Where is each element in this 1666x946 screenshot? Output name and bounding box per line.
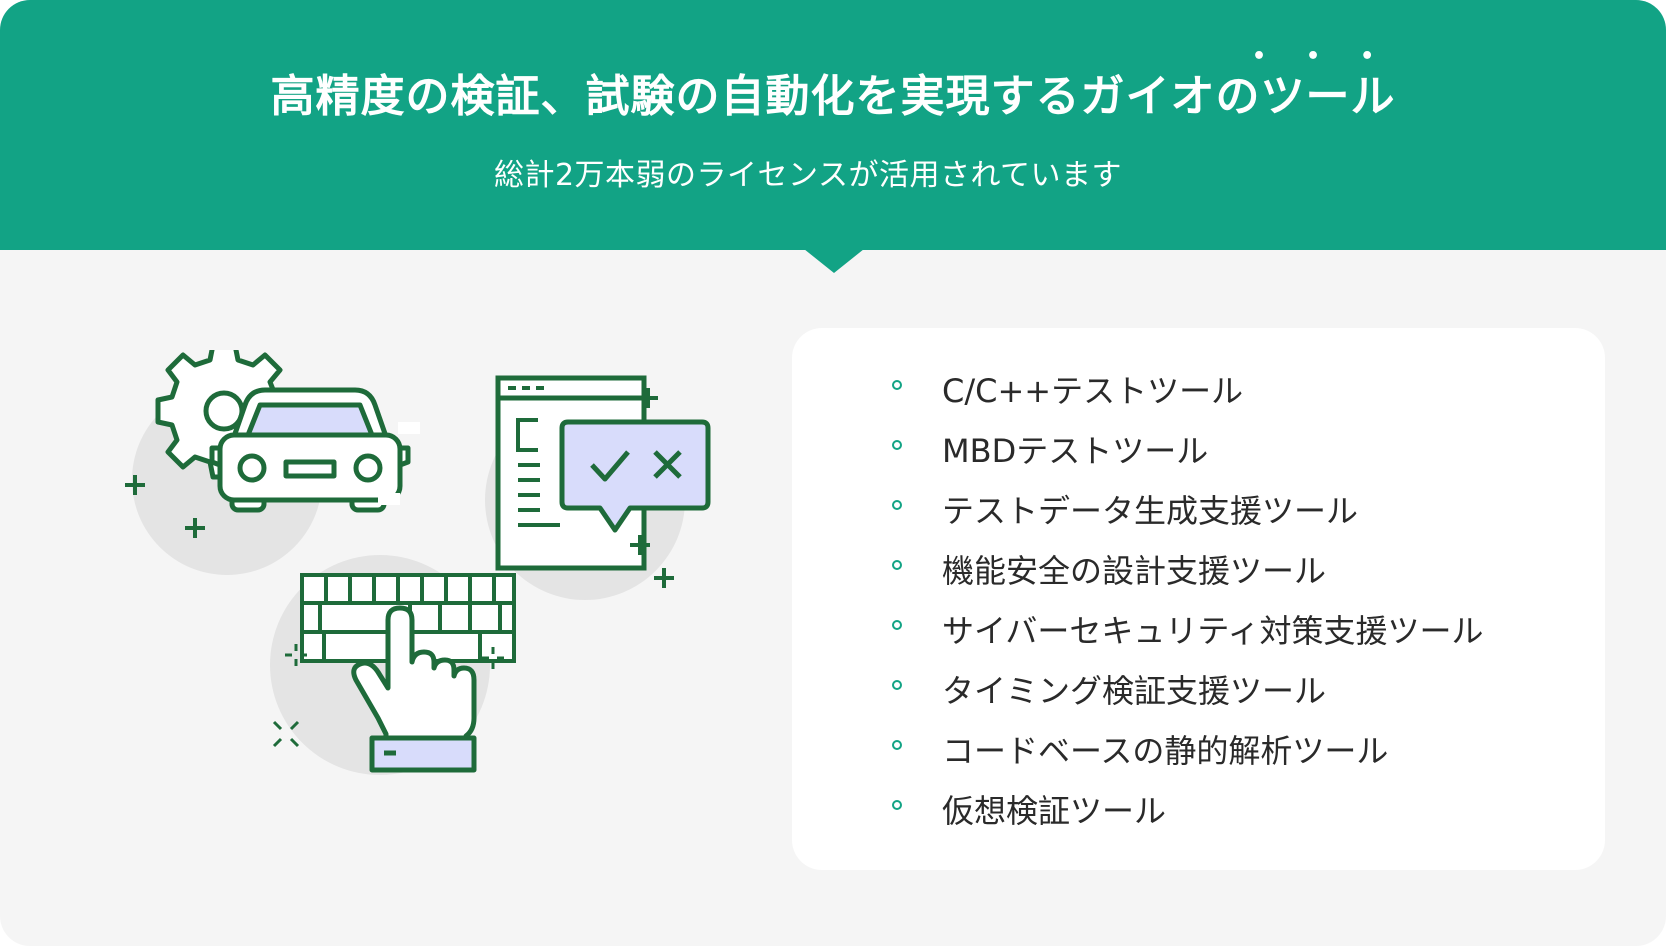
header-pointer-arrow <box>804 249 864 273</box>
tools-illustration <box>125 350 711 775</box>
list-item: タイミング検証支援ツール <box>792 664 1605 724</box>
tool-label: テストデータ生成支援ツール <box>942 492 1359 530</box>
car-highlight <box>398 422 420 434</box>
bullet-icon <box>892 800 902 810</box>
sparkle-burst-icon <box>272 644 504 748</box>
car-highlight <box>378 493 400 505</box>
tool-label: MBDテストツール <box>942 432 1209 470</box>
bullet-icon <box>892 380 902 390</box>
bullet-icon <box>892 680 902 690</box>
list-item: C/C++テストツール <box>792 364 1605 424</box>
bullet-icon <box>892 440 902 450</box>
tool-label: 仮想検証ツール <box>942 792 1167 830</box>
tool-label: タイミング検証支援ツール <box>942 672 1327 710</box>
car-icon <box>209 387 411 513</box>
page-title: 高精度の検証、試験の自動化を実現するガイオのツール ••• <box>0 44 1666 124</box>
bullet-icon <box>892 740 902 750</box>
list-item: コードベースの静的解析ツール <box>792 724 1605 784</box>
list-item: 機能安全の設計支援ツール <box>792 544 1605 604</box>
tool-label: 機能安全の設計支援ツール <box>942 552 1327 590</box>
tool-list: C/C++テストツール MBDテストツール テストデータ生成支援ツール 機能安全… <box>792 364 1605 844</box>
tool-list-panel: C/C++テストツール MBDテストツール テストデータ生成支援ツール 機能安全… <box>792 328 1605 870</box>
bullet-icon <box>892 560 902 570</box>
emphasis-dots: ••• <box>1252 44 1415 69</box>
list-item: テストデータ生成支援ツール <box>792 484 1605 544</box>
bullet-icon <box>892 500 902 510</box>
bullet-icon <box>892 620 902 630</box>
check-cross-bubble-icon <box>559 419 711 533</box>
list-item: サイバーセキュリティ対策支援ツール <box>792 604 1605 664</box>
page-subtitle: 総計2万本弱のライセンスが活用されています <box>493 158 1123 193</box>
header-banner: 高精度の検証、試験の自動化を実現するガイオのツール ••• 総計2万本弱のライセ… <box>0 0 1666 250</box>
list-item: MBDテストツール <box>792 424 1605 484</box>
pointing-hand-icon <box>351 605 477 773</box>
title-text: 高精度の検証、試験の自動化を実現するガイオのツール <box>270 71 1396 122</box>
list-item: 仮想検証ツール <box>792 784 1605 844</box>
tool-label: サイバーセキュリティ対策支援ツール <box>942 612 1484 650</box>
sparkle-plus-icon <box>125 388 674 588</box>
tool-label: コードベースの静的解析ツール <box>942 732 1389 770</box>
tool-label: C/C++テストツール <box>942 372 1244 410</box>
